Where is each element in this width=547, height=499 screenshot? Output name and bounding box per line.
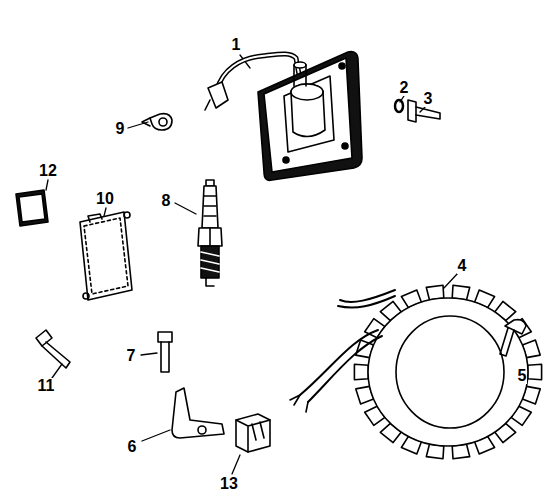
leader-lines — [46, 55, 515, 474]
stator — [290, 285, 542, 459]
callout-number: 5 — [517, 368, 528, 384]
module — [16, 190, 48, 226]
wire-clip — [142, 114, 172, 130]
callout-number: 10 — [95, 191, 115, 207]
ignition-coil — [205, 52, 362, 181]
bolt — [158, 332, 172, 372]
spark-plug — [198, 180, 222, 286]
callout-number: 3 — [423, 91, 434, 107]
callout-number: 4 — [457, 258, 468, 274]
washer — [395, 100, 403, 112]
callout-number: 8 — [161, 193, 172, 209]
callout-number: 12 — [38, 163, 58, 179]
bracket — [172, 388, 224, 438]
callout-number: 1 — [231, 37, 242, 53]
bolt — [500, 320, 526, 356]
connector — [236, 414, 270, 452]
bolt — [36, 330, 70, 368]
callout-number: 13 — [219, 476, 239, 492]
callout-number: 2 — [399, 80, 410, 96]
stator-tooth — [528, 364, 542, 380]
stator-tooth — [354, 364, 368, 380]
callout-number: 11 — [37, 378, 56, 394]
power-pack — [80, 212, 132, 300]
callout-number: 7 — [126, 348, 137, 364]
callout-number: 6 — [127, 439, 138, 455]
callout-number: 9 — [115, 121, 126, 137]
